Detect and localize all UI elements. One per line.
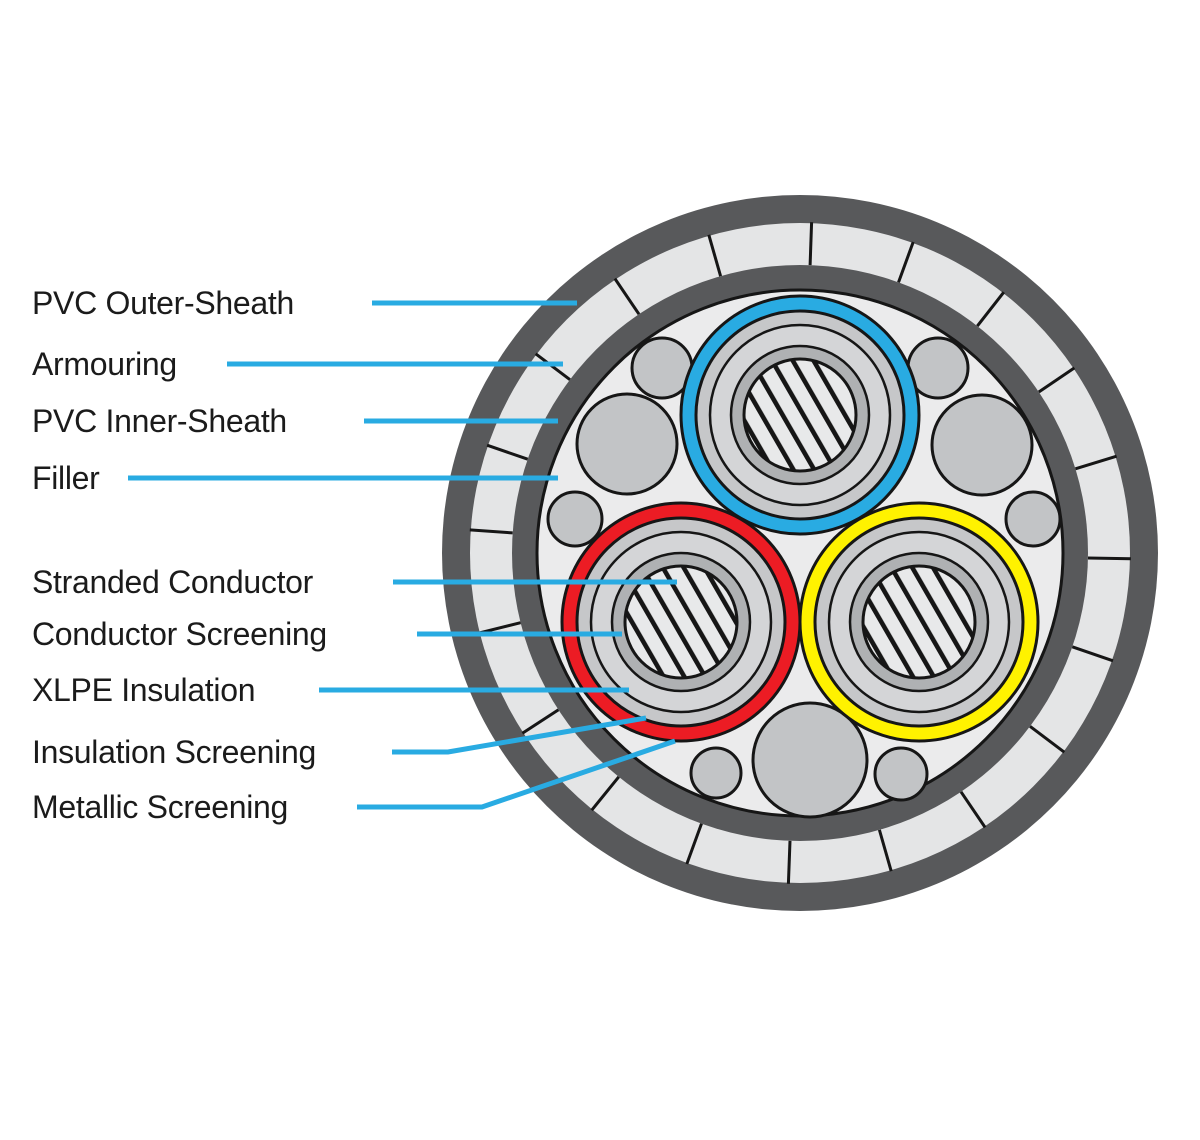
filler-circle — [546, 490, 604, 548]
armour-segment-lines — [469, 222, 1131, 884]
filler-circle — [689, 746, 743, 800]
core-blue — [679, 294, 921, 536]
stranded-conductor — [623, 564, 739, 680]
label-pvc-inner-sheath: PVC Inner-Sheath — [32, 403, 287, 439]
label-pvc-outer-sheath: PVC Outer-Sheath — [32, 285, 294, 321]
stranded-conductor — [861, 564, 977, 680]
filler-circle — [751, 701, 869, 819]
label-stranded-conductor: Stranded Conductor — [32, 564, 314, 600]
label-insulation-screening: Insulation Screening — [32, 734, 316, 770]
core-red — [560, 501, 802, 743]
filler-circle — [930, 393, 1034, 497]
label-armouring: Armouring — [32, 346, 177, 382]
leader-lines — [128, 300, 677, 810]
leader-metallic-screening — [357, 738, 676, 810]
label-xlpe-insulation: XLPE Insulation — [32, 672, 256, 708]
core-yellow — [798, 501, 1040, 743]
label-metallic-screening: Metallic Screening — [32, 789, 289, 825]
filler-circles — [546, 336, 1062, 819]
filler-circle — [575, 392, 679, 496]
filler-circle — [873, 746, 929, 802]
leader-insulation-screening — [392, 715, 647, 755]
filler-circle — [1004, 490, 1062, 548]
label-conductor-screening: Conductor Screening — [32, 616, 327, 652]
label-filler: Filler — [32, 460, 100, 496]
stranded-conductor — [742, 357, 858, 473]
